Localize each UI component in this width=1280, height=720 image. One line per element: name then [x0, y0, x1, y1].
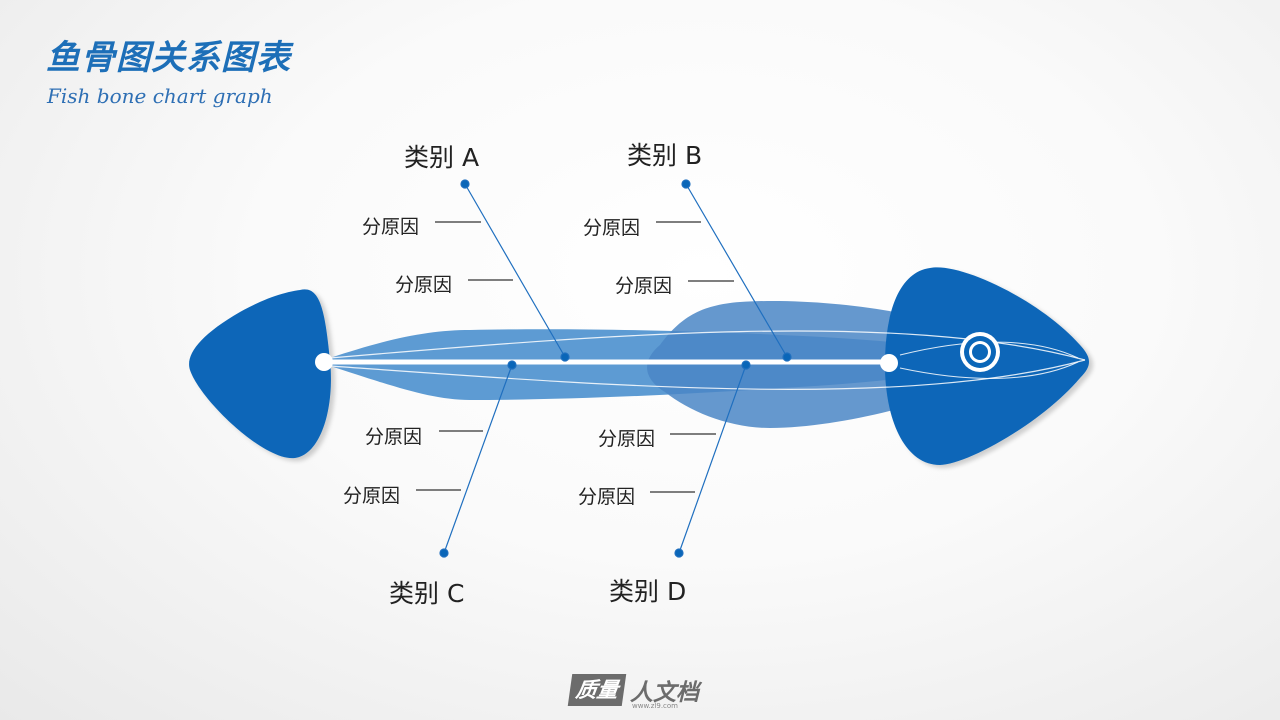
gill-line [329, 359, 1086, 390]
cause-label: 分原因 [362, 216, 420, 238]
cause-label: 分原因 [343, 485, 401, 507]
cause-label: 分原因 [615, 275, 673, 297]
gill-line [899, 341, 1079, 359]
category-d-label: 类别 D [609, 577, 687, 606]
gill-line [329, 330, 1086, 361]
watermark-url: www.zl9.com [632, 702, 679, 710]
category-a-label: 类别 A [404, 143, 480, 172]
category-b-label: 类别 B [627, 141, 703, 170]
cause-label: 分原因 [395, 274, 453, 296]
watermark-text: 人文档 [630, 680, 699, 706]
connector-c-joint [507, 360, 517, 370]
fish-eye-center [972, 344, 988, 360]
cause-label: 分原因 [365, 426, 423, 448]
connector-a-endpoint [460, 179, 470, 189]
connector-c-endpoint [439, 548, 449, 558]
connector-d-endpoint [674, 548, 684, 558]
connector-b-joint [782, 352, 792, 362]
connector-a [464, 183, 566, 358]
watermark-logo: 质量 人文档 [567, 672, 699, 708]
connector-c [443, 364, 513, 554]
cause-label: 分原因 [598, 428, 656, 450]
page-title: 鱼骨图关系图表 [46, 38, 291, 78]
gill-line [899, 361, 1079, 379]
fish-tail [189, 289, 331, 459]
connector-d-joint [741, 360, 751, 370]
connector-d [678, 364, 747, 554]
category-c-label: 类别 C [389, 579, 465, 608]
connector-b [685, 183, 788, 358]
watermark-box-text: 质量 [567, 674, 627, 706]
connector-b-endpoint [681, 179, 691, 189]
spine-tail-node [315, 353, 333, 371]
page-subtitle: Fish bone chart graph [47, 84, 273, 108]
spine-head-node [880, 354, 898, 372]
cause-label: 分原因 [578, 486, 636, 508]
connector-a-joint [560, 352, 570, 362]
cause-label: 分原因 [583, 217, 641, 239]
